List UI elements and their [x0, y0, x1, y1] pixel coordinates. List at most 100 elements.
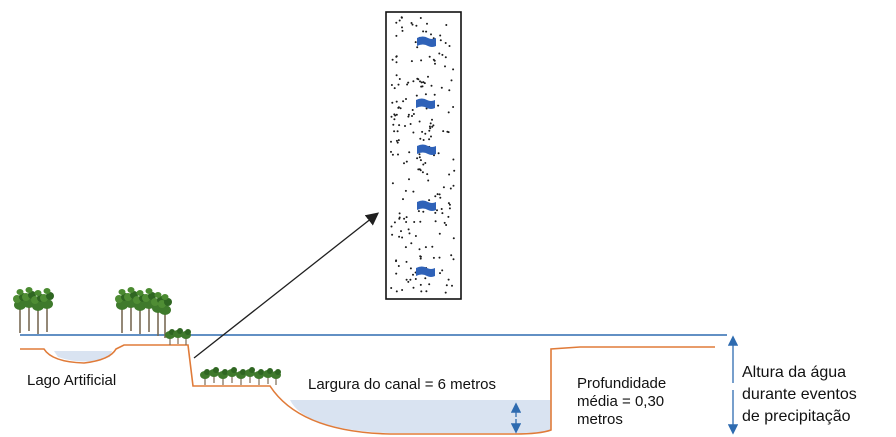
- texture-dot: [446, 130, 449, 133]
- texture-dot: [417, 210, 420, 213]
- texture-dot: [429, 122, 432, 125]
- texture-dot: [438, 232, 441, 235]
- texture-dot: [419, 159, 422, 162]
- texture-dot: [430, 33, 432, 36]
- texture-dot: [434, 220, 437, 223]
- texture-dot: [395, 34, 398, 37]
- texture-dot: [408, 151, 411, 154]
- texture-dot: [397, 139, 400, 142]
- texture-dot: [419, 255, 422, 258]
- tree-icon: [164, 327, 192, 346]
- texture-dot: [428, 138, 431, 141]
- texture-dot: [419, 17, 422, 19]
- texture-dot: [412, 113, 415, 115]
- texture-dot: [395, 113, 398, 116]
- texture-dot: [420, 290, 423, 293]
- texture-dot: [398, 212, 401, 215]
- tree-icon: [114, 286, 173, 339]
- texture-dot: [419, 80, 421, 83]
- texture-dot: [438, 193, 441, 196]
- texture-dot: [398, 235, 401, 238]
- texture-dot: [402, 100, 405, 103]
- texture-dot: [395, 100, 398, 103]
- texture-dot: [393, 87, 396, 90]
- texture-dot: [412, 273, 414, 276]
- texture-dot: [391, 182, 394, 185]
- texture-dot: [444, 291, 447, 294]
- texture-dot: [422, 139, 425, 141]
- texture-dot: [420, 81, 423, 84]
- water-height-label: Altura da água durante eventos de precip…: [742, 364, 857, 425]
- texture-dot: [390, 84, 393, 86]
- texture-dot: [404, 125, 406, 127]
- texture-dot: [418, 156, 421, 159]
- texture-dot: [399, 107, 402, 110]
- texture-dot: [431, 118, 433, 121]
- texture-dot: [400, 16, 403, 19]
- texture-dot: [442, 186, 445, 189]
- texture-dot: [408, 178, 410, 181]
- texture-dot: [407, 115, 410, 118]
- texture-dot: [438, 52, 441, 55]
- texture-dot: [417, 78, 420, 81]
- texture-dot: [444, 56, 447, 59]
- texture-dot: [448, 203, 451, 206]
- texture-dot: [398, 78, 401, 80]
- texture-dot: [390, 225, 393, 228]
- texture-dot: [395, 290, 398, 293]
- texture-dot: [432, 58, 435, 61]
- texture-dot: [393, 113, 396, 116]
- texture-dot: [395, 260, 397, 263]
- texture-dot: [451, 284, 453, 287]
- texture-dot: [405, 160, 408, 163]
- texture-dot: [430, 135, 432, 138]
- texture-dot: [434, 62, 436, 65]
- texture-dot: [401, 289, 404, 291]
- texture-dot: [439, 34, 442, 37]
- texture-dot: [404, 189, 407, 192]
- texture-dot: [432, 124, 435, 127]
- texture-dot: [414, 278, 417, 280]
- texture-dot: [439, 39, 442, 42]
- texture-dot: [405, 98, 407, 100]
- texture-dot: [390, 115, 393, 118]
- channel-width-label: Largura do canal = 6 metros: [308, 376, 497, 393]
- texture-dot: [445, 224, 448, 226]
- texture-dot: [441, 269, 444, 272]
- texture-dot: [396, 141, 399, 144]
- texture-dot: [428, 129, 431, 132]
- texture-dot: [397, 265, 400, 267]
- texture-dot: [412, 190, 415, 193]
- texture-dot: [441, 53, 444, 56]
- texture-dot: [406, 83, 409, 86]
- texture-dot: [450, 254, 453, 257]
- texture-dot: [436, 193, 439, 196]
- texture-dot: [425, 30, 428, 33]
- texture-dot: [439, 196, 442, 199]
- texture-dot: [449, 187, 452, 190]
- mean-depth-label: Profundidade média = 0,30 metros: [577, 375, 667, 428]
- texture-dot: [442, 130, 445, 133]
- texture-dot: [448, 173, 451, 176]
- texture-dot: [448, 89, 451, 92]
- lake-water: [54, 351, 112, 362]
- channel-detail-panel: [385, 11, 462, 300]
- texture-dot: [396, 130, 399, 133]
- texture-dot: [407, 280, 410, 283]
- texture-dot: [432, 256, 435, 259]
- texture-dot: [428, 125, 431, 128]
- texture-dot: [424, 277, 427, 280]
- texture-dot: [415, 94, 418, 97]
- texture-dot: [395, 74, 398, 77]
- texture-dot: [410, 242, 413, 245]
- texture-dot: [411, 115, 413, 117]
- texture-dot: [428, 199, 431, 202]
- texture-dot: [421, 130, 424, 133]
- texture-dot: [444, 42, 447, 44]
- texture-dot: [391, 233, 394, 236]
- texture-dot: [419, 137, 422, 140]
- texture-dot: [419, 220, 422, 223]
- texture-dot: [445, 284, 448, 287]
- texture-dot: [437, 152, 440, 155]
- texture-dot: [452, 184, 455, 187]
